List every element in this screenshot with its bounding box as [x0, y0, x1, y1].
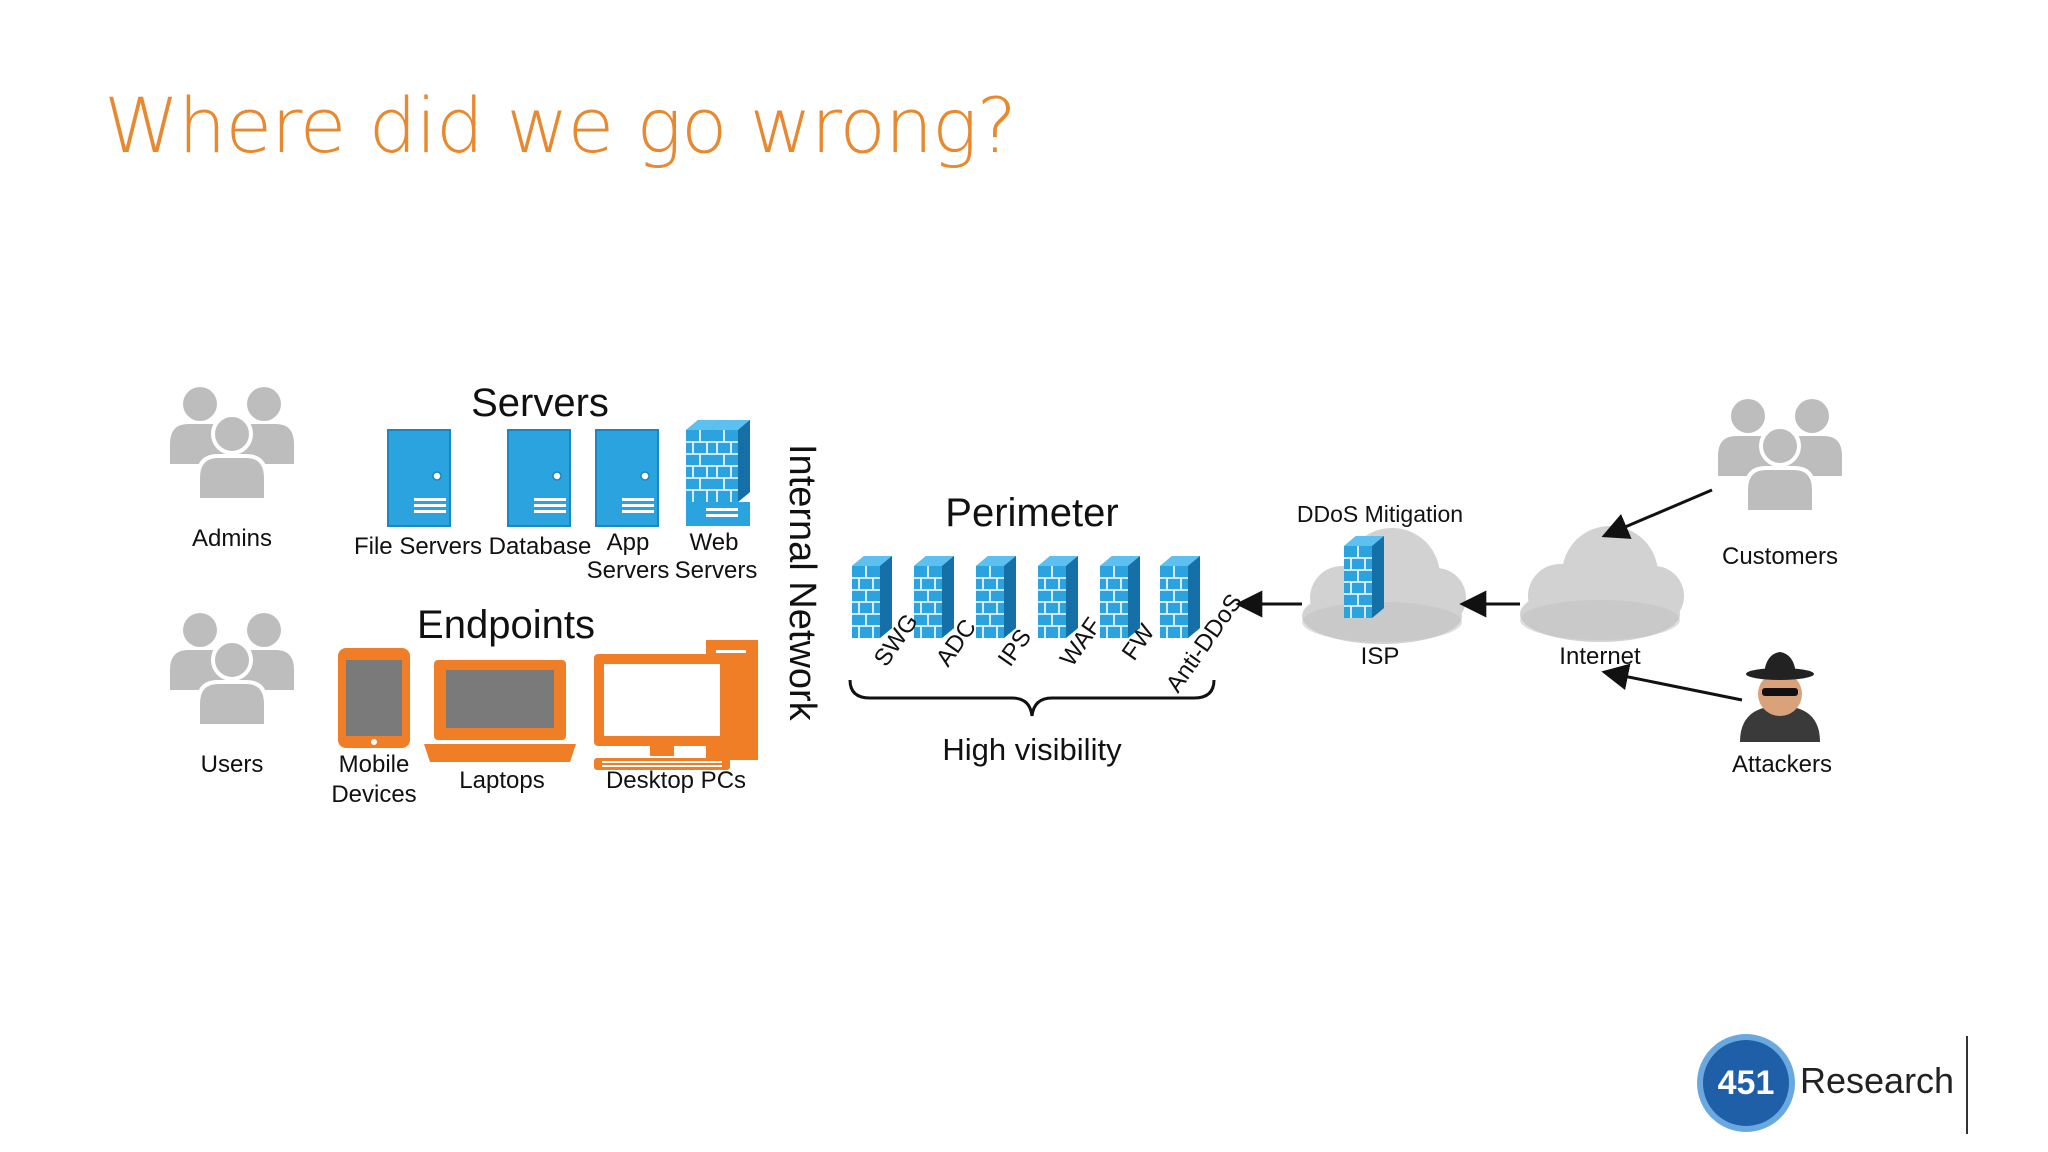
admins-label: Admins	[192, 525, 272, 552]
internal-network-label: Internal Network	[781, 444, 823, 722]
customers-icon	[1718, 399, 1842, 512]
perimeter-heading: Perimeter	[945, 491, 1118, 535]
perimeter-firewall-swg-icon	[851, 555, 893, 639]
isp-label: ISP	[1361, 643, 1400, 670]
mobile-device-icon	[338, 648, 410, 748]
users-label: Users	[201, 751, 264, 778]
ddos-mitigation-heading: DDoS Mitigation	[1297, 501, 1463, 527]
file-servers-label: File Servers	[354, 533, 482, 560]
desktop-pc-icon	[594, 640, 758, 770]
customers-label: Customers	[1722, 543, 1838, 570]
app-server-icon	[595, 429, 659, 527]
logo-451-badge: 451	[1703, 1040, 1789, 1126]
high-visibility-caption: High visibility	[942, 732, 1122, 767]
endpoints-heading: Endpoints	[417, 603, 595, 647]
internet-label: Internet	[1559, 643, 1641, 670]
admins-icon	[170, 387, 294, 500]
laptop-icon	[424, 660, 576, 762]
servers-heading: Servers	[471, 381, 609, 425]
logo-divider	[1966, 1036, 1968, 1134]
attackers-label: Attackers	[1732, 751, 1832, 778]
web-server-icon	[685, 419, 751, 526]
perimeter-firewall-ips-icon	[975, 555, 1017, 639]
logo-research-text: Research	[1800, 1060, 1955, 1101]
users-icon	[170, 613, 294, 726]
web-servers-label-2: Servers	[675, 557, 758, 584]
perimeter-brace	[848, 679, 1216, 717]
slide-title: Where did we go wrong?	[104, 81, 1017, 170]
internet-cloud-icon	[1520, 526, 1684, 642]
file-server-icon	[387, 429, 451, 527]
app-servers-label-1: App	[607, 529, 650, 556]
mobile-label-2: Devices	[331, 781, 416, 808]
web-servers-label-1: Web	[690, 529, 739, 556]
isp-firewall-icon	[1343, 535, 1385, 619]
mobile-label-1: Mobile	[339, 751, 410, 778]
database-label: Database	[489, 533, 592, 560]
perimeter-firewall-anti-ddos-icon	[1159, 555, 1201, 639]
laptops-label: Laptops	[459, 767, 544, 794]
customers-to-internet-arrow	[1601, 488, 1713, 539]
desktop-pcs-label: Desktop PCs	[606, 767, 746, 794]
attackers-to-internet-arrow	[1601, 663, 1743, 702]
attacker-spy-icon	[1740, 652, 1820, 742]
perimeter-firewall-waf-icon	[1037, 555, 1079, 639]
database-server-icon	[507, 429, 571, 527]
app-servers-label-2: Servers	[587, 557, 670, 584]
